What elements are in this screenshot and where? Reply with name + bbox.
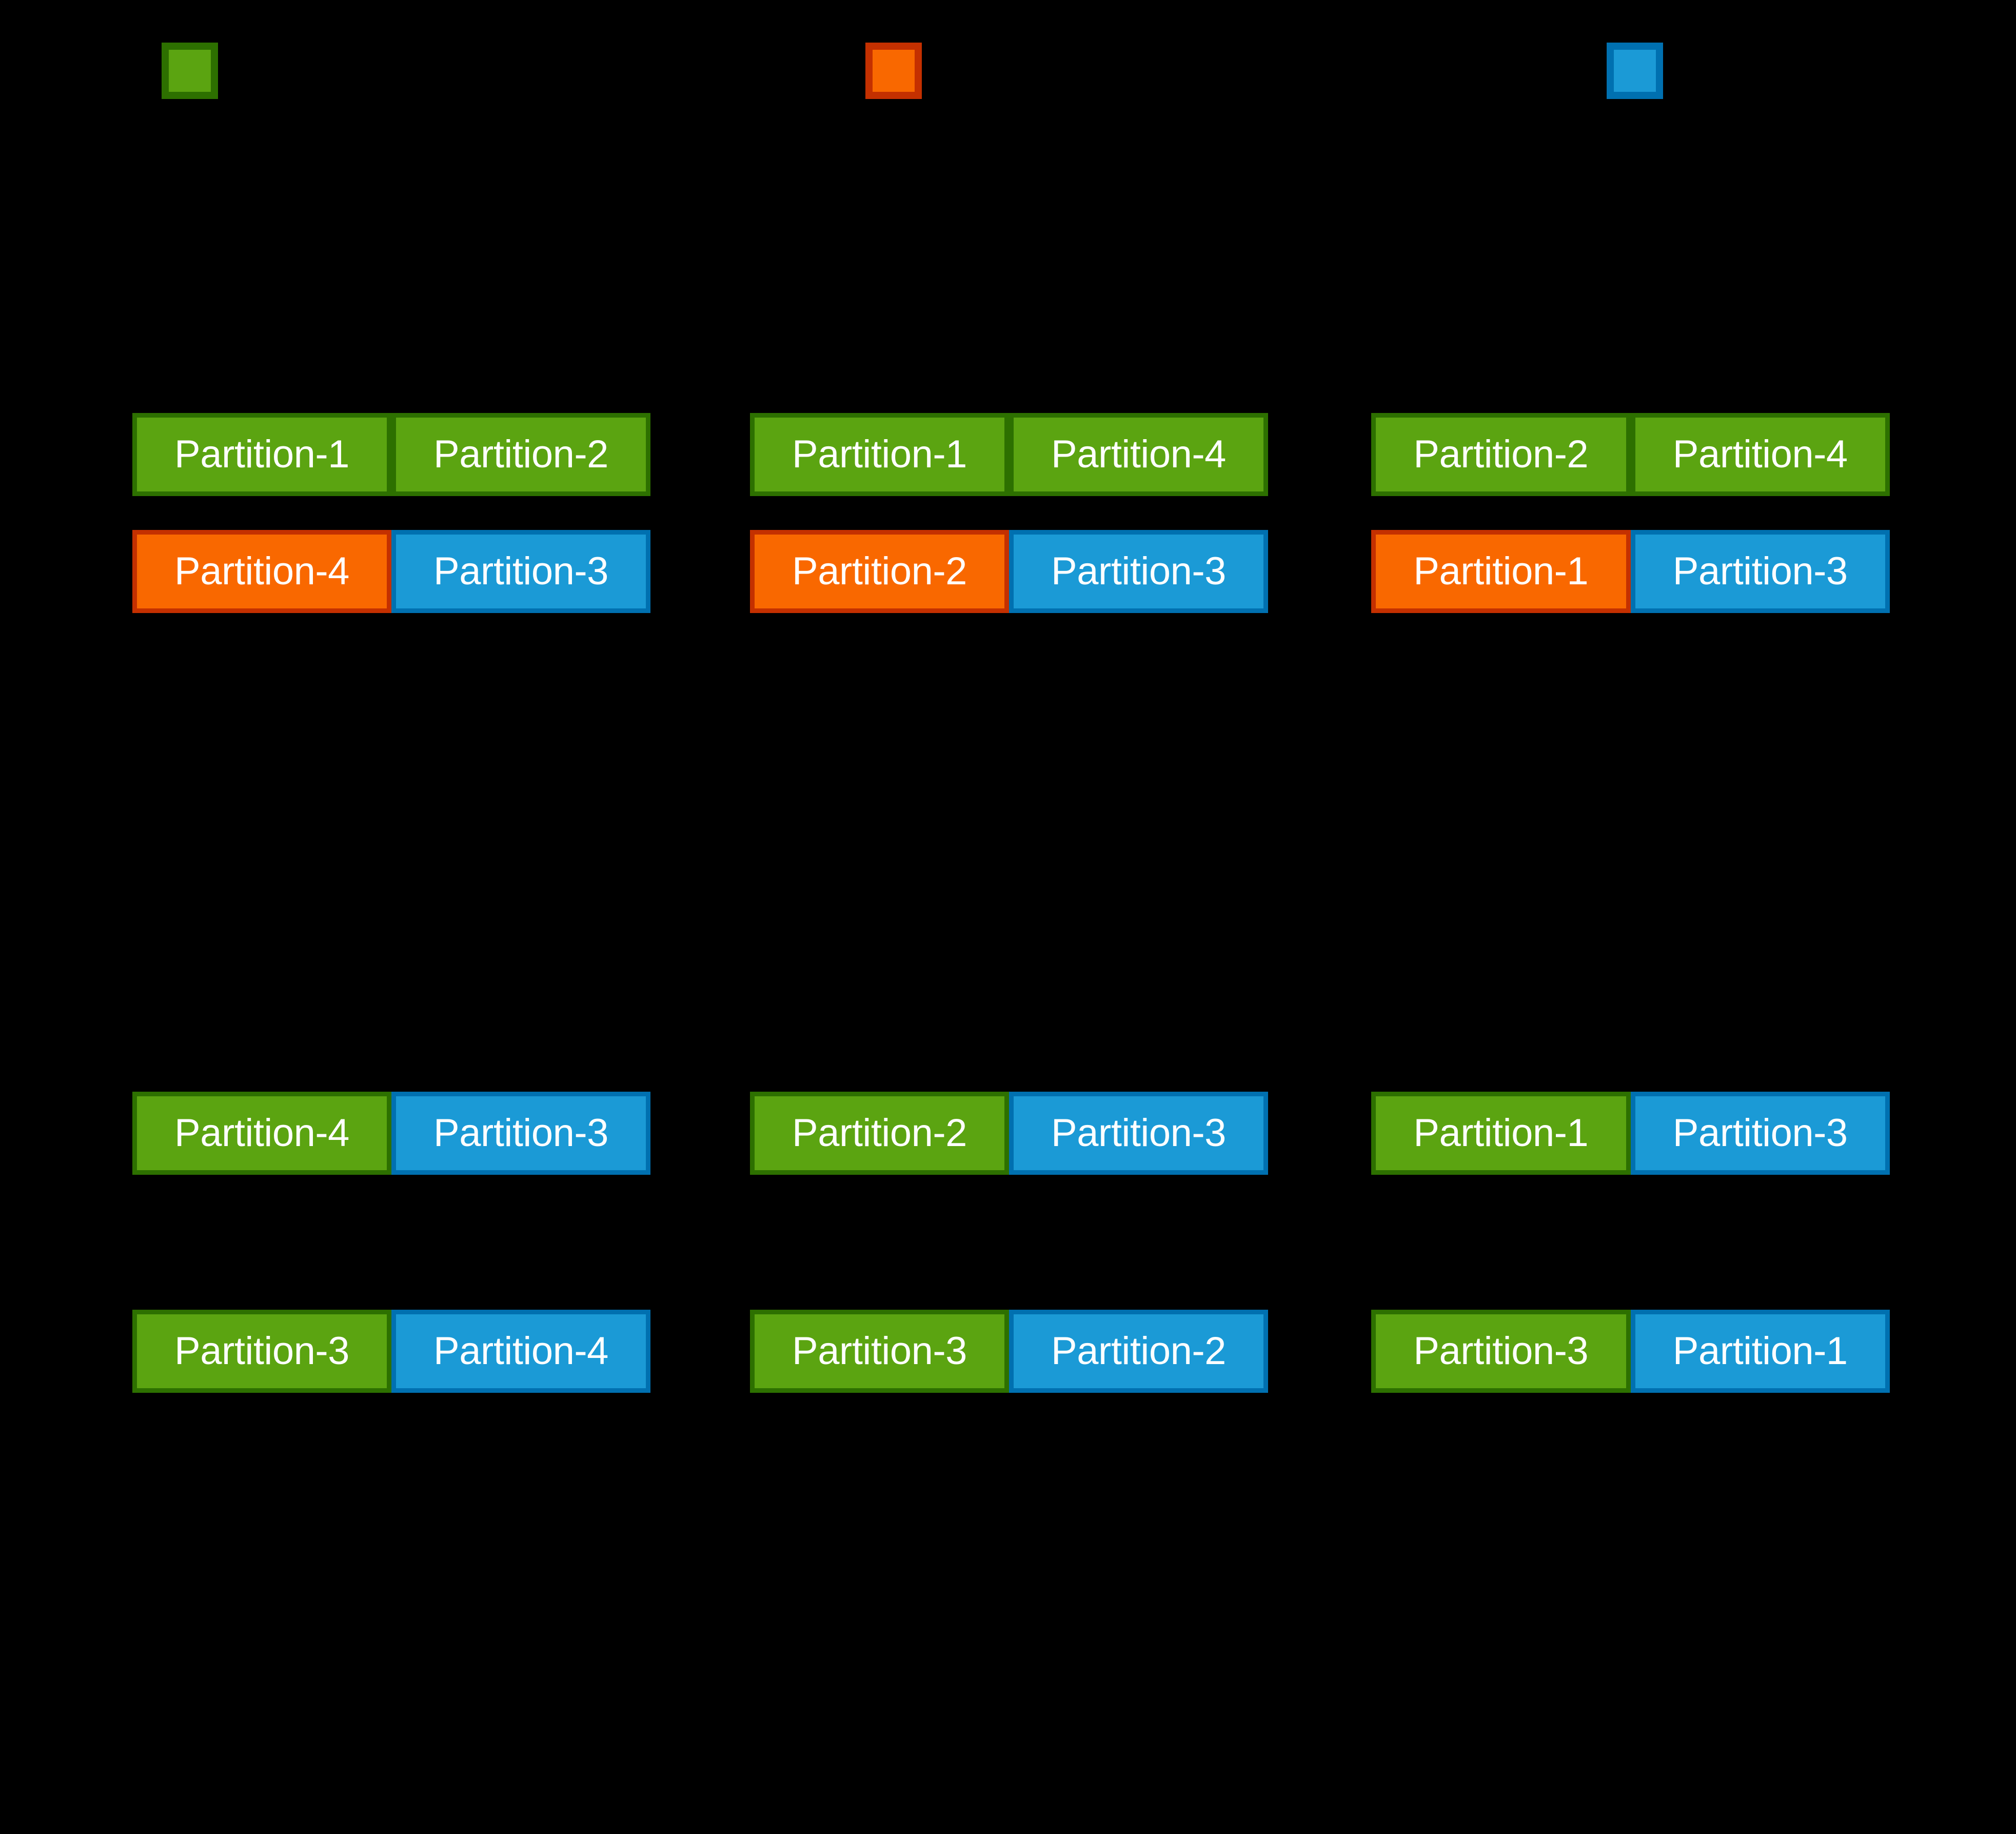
partition-box[interactable]: Partition-3: [391, 530, 650, 613]
partition-pair-row: Partition-2 Partition-3: [750, 1092, 1268, 1175]
legend-swatch-orange-icon: [865, 43, 922, 99]
partition-label: Partition-2: [433, 432, 608, 476]
partition-label: Partition-2: [792, 1111, 967, 1155]
legend-swatch-blue-icon: [1607, 43, 1663, 99]
partition-label: Partition-4: [174, 549, 349, 593]
partition-label: Partition-3: [1413, 1329, 1589, 1373]
partition-pair-row: Partition-2 Partition-4: [1371, 413, 1890, 496]
partition-box[interactable]: Partition-3: [1009, 1092, 1268, 1175]
partition-box[interactable]: Partition-3: [1009, 530, 1268, 613]
partition-label: Partition-3: [1051, 1111, 1226, 1155]
partition-pair-row: Partition-1 Partition-2: [132, 413, 650, 496]
partition-label: Partition-2: [1051, 1329, 1226, 1373]
partition-pair-row: Partition-1 Partition-3: [1371, 1092, 1890, 1175]
partition-label: Partition-4: [433, 1329, 608, 1373]
partition-box[interactable]: Partition-1: [132, 413, 391, 496]
partition-box[interactable]: Partition-3: [1630, 1092, 1890, 1175]
partition-label: Partition-1: [1672, 1329, 1848, 1373]
partition-label: Partition-2: [1413, 432, 1589, 476]
partition-label: Partition-3: [1051, 549, 1226, 593]
partition-box[interactable]: Partition-2: [1009, 1310, 1268, 1393]
partition-label: Partition-3: [433, 549, 608, 593]
partition-box[interactable]: Partition-3: [132, 1310, 391, 1393]
partition-label: Partition-1: [174, 432, 349, 476]
partition-pair-row: Partition-1 Partition-4: [750, 413, 1268, 496]
partition-box[interactable]: Partition-4: [132, 530, 391, 613]
partition-label: Partition-4: [1672, 432, 1848, 476]
partition-pair-row: Partition-4 Partition-3: [132, 530, 650, 613]
partition-label: Partition-1: [1413, 1111, 1589, 1155]
partition-box[interactable]: Partition-2: [750, 1092, 1009, 1175]
partition-box[interactable]: Partition-2: [750, 530, 1009, 613]
partition-label: Partition-1: [792, 432, 967, 476]
partition-box[interactable]: Partition-1: [1371, 530, 1631, 613]
partition-label: Partition-3: [1672, 1111, 1848, 1155]
partition-box[interactable]: Partition-2: [391, 413, 650, 496]
partition-label: Partition-3: [433, 1111, 608, 1155]
legend-swatch-green-icon: [162, 43, 218, 99]
partition-pair-row: Partition-3 Partition-2: [750, 1310, 1268, 1393]
partition-pair-row: Partition-3 Partition-4: [132, 1310, 650, 1393]
partition-label: Partition-1: [1413, 549, 1589, 593]
partition-box[interactable]: Partition-4: [391, 1310, 650, 1393]
partition-label: Partition-3: [792, 1329, 967, 1373]
partition-box[interactable]: Partition-4: [1009, 413, 1268, 496]
partition-box[interactable]: Partition-2: [1371, 413, 1631, 496]
partition-box[interactable]: Partition-4: [132, 1092, 391, 1175]
partition-label: Partition-3: [174, 1329, 349, 1373]
partition-pair-row: Partition-1 Partition-3: [1371, 530, 1890, 613]
partition-box[interactable]: Partition-3: [1371, 1310, 1631, 1393]
partition-box[interactable]: Partition-4: [1630, 413, 1890, 496]
partition-pair-row: Partition-3 Partition-1: [1371, 1310, 1890, 1393]
partition-box[interactable]: Partition-3: [750, 1310, 1009, 1393]
partition-box[interactable]: Partition-1: [750, 413, 1009, 496]
partition-label: Partition-3: [1672, 549, 1848, 593]
partition-pair-row: Partition-2 Partition-3: [750, 530, 1268, 613]
partition-label: Partition-4: [174, 1111, 349, 1155]
partition-label: Partition-2: [792, 549, 967, 593]
partition-box[interactable]: Partition-3: [391, 1092, 650, 1175]
partition-box[interactable]: Partition-1: [1371, 1092, 1631, 1175]
partition-box[interactable]: Partition-1: [1630, 1310, 1890, 1393]
partition-pair-row: Partition-4 Partition-3: [132, 1092, 650, 1175]
partition-box[interactable]: Partition-3: [1630, 530, 1890, 613]
partition-label: Partition-4: [1051, 432, 1226, 476]
